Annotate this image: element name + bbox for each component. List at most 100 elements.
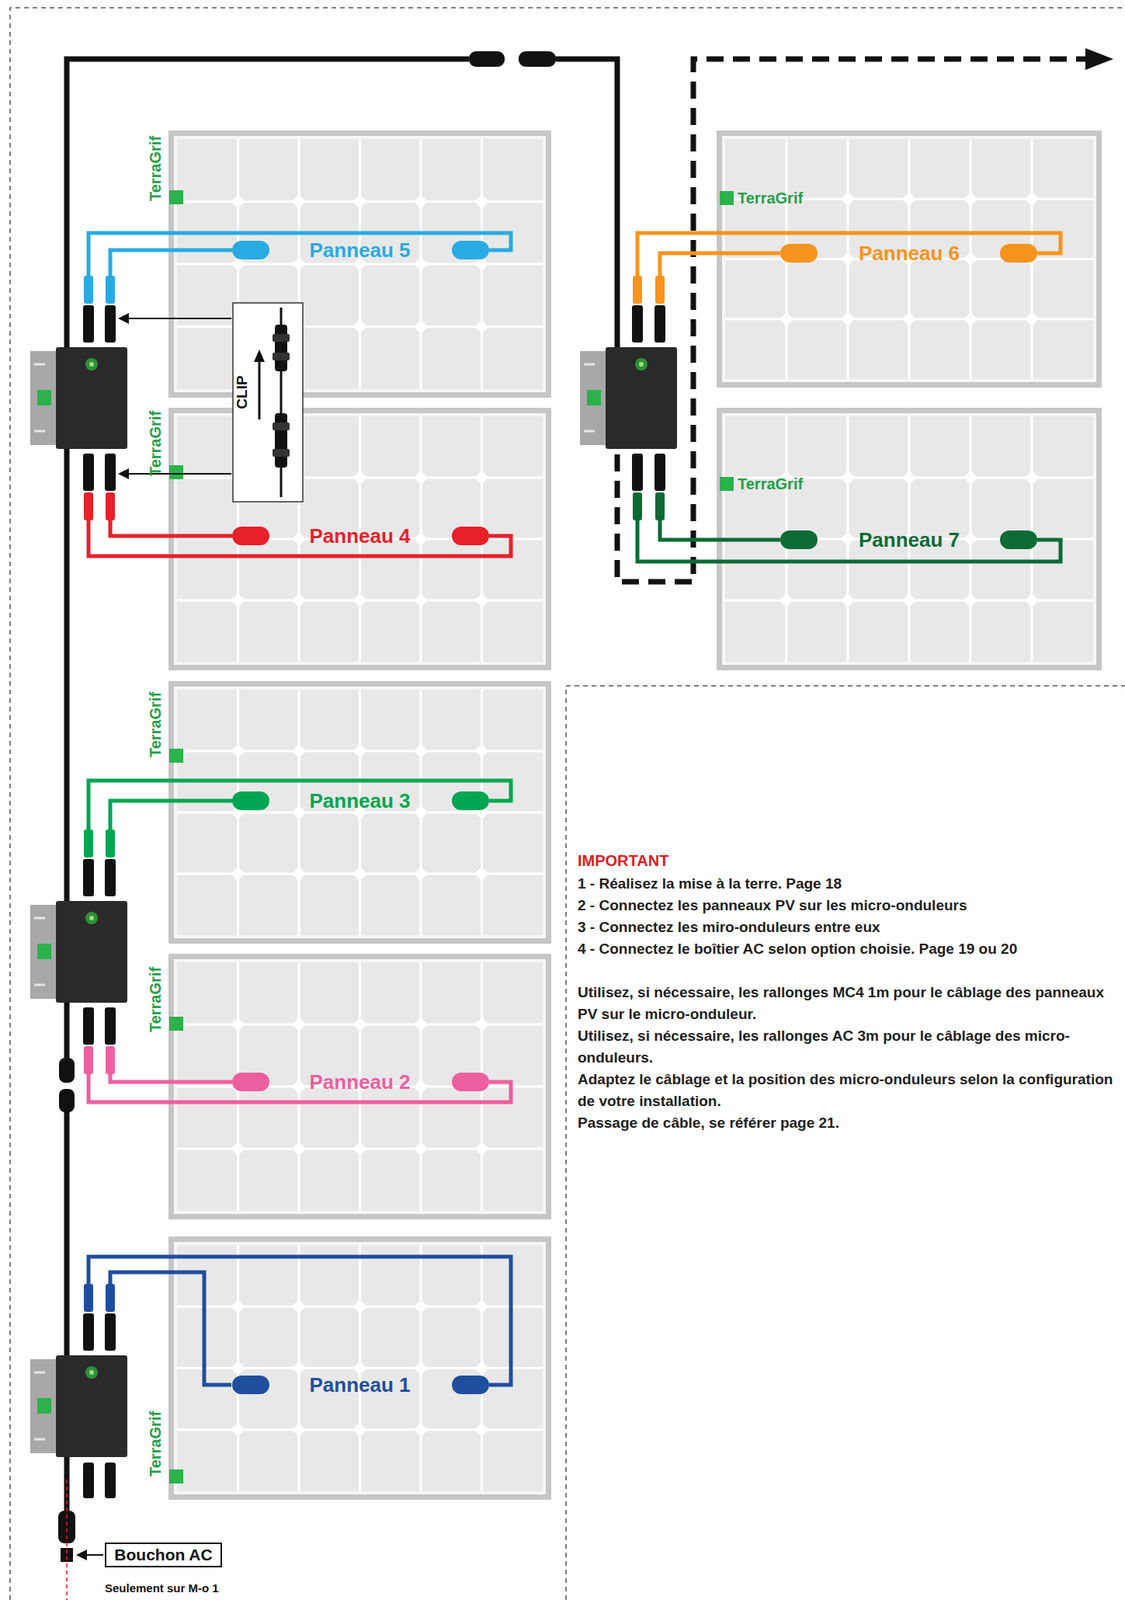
micro-inverter [30, 1354, 128, 1457]
status-led-glow [89, 1369, 94, 1375]
clip-inset [232, 302, 303, 502]
dc-plug [83, 829, 94, 858]
cell-star [963, 191, 978, 206]
dc-cable [88, 780, 511, 830]
inverter-body [55, 1354, 128, 1457]
panel-label: Panneau 4 [168, 522, 552, 549]
vertical-label: TerraGrif [145, 966, 165, 1032]
solar-panel-graphic [168, 680, 552, 944]
terragrif-clip [169, 748, 184, 763]
cell-star [475, 593, 490, 608]
dc-plug [654, 453, 666, 491]
cell-star [475, 1141, 490, 1156]
cell-star [231, 1422, 246, 1437]
clip-arrow [258, 358, 261, 420]
inset-pointer [119, 472, 232, 475]
cell-star [963, 593, 978, 608]
dc-cable [110, 1073, 233, 1082]
part-label: Seulement sur M-o 1 [104, 1579, 219, 1595]
ac-connector [468, 51, 505, 67]
section-border [565, 685, 1125, 1600]
solar-panel: Panneau 3 [168, 680, 552, 944]
dc-plug [104, 453, 116, 491]
cell-star [840, 252, 855, 267]
panel-label: Panneau 5 [168, 236, 552, 264]
inverter-body [605, 347, 678, 449]
mc4-ring [272, 333, 290, 342]
cell-star [475, 1422, 490, 1437]
ground-lug [37, 389, 52, 406]
cell-star [413, 319, 428, 334]
dc-cable [110, 520, 233, 536]
page-border [10, 7, 1125, 1600]
cell-star [291, 1422, 306, 1437]
ground-lug [37, 943, 52, 959]
ground-lug [586, 389, 601, 406]
mounting-bracket [30, 1358, 58, 1453]
panel-frame [716, 130, 1102, 388]
mc4-body [274, 413, 288, 468]
dc-cable [637, 232, 1061, 276]
panel-connector [232, 1375, 270, 1394]
cell-star [963, 252, 978, 267]
cell-star [231, 1141, 246, 1156]
dc-plug [104, 858, 116, 896]
dc-plug [83, 305, 94, 343]
end-cap-box: Bouchon AC [104, 1541, 223, 1567]
cell-star [413, 531, 428, 546]
cell-star [231, 866, 246, 881]
ac-connector [59, 1088, 75, 1112]
cell-star [963, 312, 978, 327]
mc4-ring [272, 422, 290, 431]
solar-panel: Panneau 4 [168, 407, 552, 671]
cell-star [353, 593, 368, 608]
cell-star [475, 1017, 490, 1032]
solar-panel-graphic [168, 407, 552, 671]
terragrif-clip [169, 1468, 184, 1483]
terragrif-clip [719, 476, 734, 491]
dc-cable [659, 253, 781, 276]
ac-cable [555, 59, 618, 348]
cell-star [1024, 470, 1039, 485]
cell-star [840, 312, 855, 327]
micro-inverter [30, 900, 128, 1003]
cell-star [902, 191, 917, 206]
cell-star [902, 593, 917, 608]
panel-connector [780, 530, 818, 549]
vertical-label: TerraGrif [145, 691, 165, 757]
cell-star [231, 593, 246, 608]
cell-star [413, 1079, 428, 1094]
cell-star [353, 1141, 368, 1156]
panel-label: Panneau 1 [168, 1371, 552, 1398]
dc-cable [659, 520, 781, 540]
solar-panel: Panneau 1 [168, 1236, 552, 1500]
dc-cable [88, 232, 511, 276]
micro-inverter [30, 347, 128, 449]
cell-star [291, 1298, 306, 1313]
cell-star [413, 866, 428, 881]
cell-star [291, 1079, 306, 1094]
cell-star [902, 470, 917, 485]
cell-star [413, 1141, 428, 1156]
dc-cable [110, 800, 233, 830]
status-led [635, 357, 648, 371]
panel-connector [232, 791, 270, 810]
cell-star [291, 256, 306, 271]
dc-plug [105, 1045, 115, 1074]
panel-inner-edge [173, 1241, 546, 1494]
inset-frame [232, 302, 303, 502]
vertical-label: TerraGrif [145, 410, 165, 476]
part-label: TerraGrif [737, 474, 803, 494]
solar-panel: Panneau 6 [716, 130, 1102, 388]
dc-plug [631, 305, 643, 343]
cell-star [353, 470, 368, 485]
box-label: Bouchon AC [106, 1544, 221, 1565]
cell-star [475, 1298, 490, 1313]
status-led [85, 1365, 98, 1379]
cell-star [475, 319, 490, 334]
cell-star [231, 1017, 246, 1032]
cell-star [840, 531, 855, 546]
dc-plug [83, 1312, 94, 1351]
panel-connector [451, 1072, 490, 1091]
